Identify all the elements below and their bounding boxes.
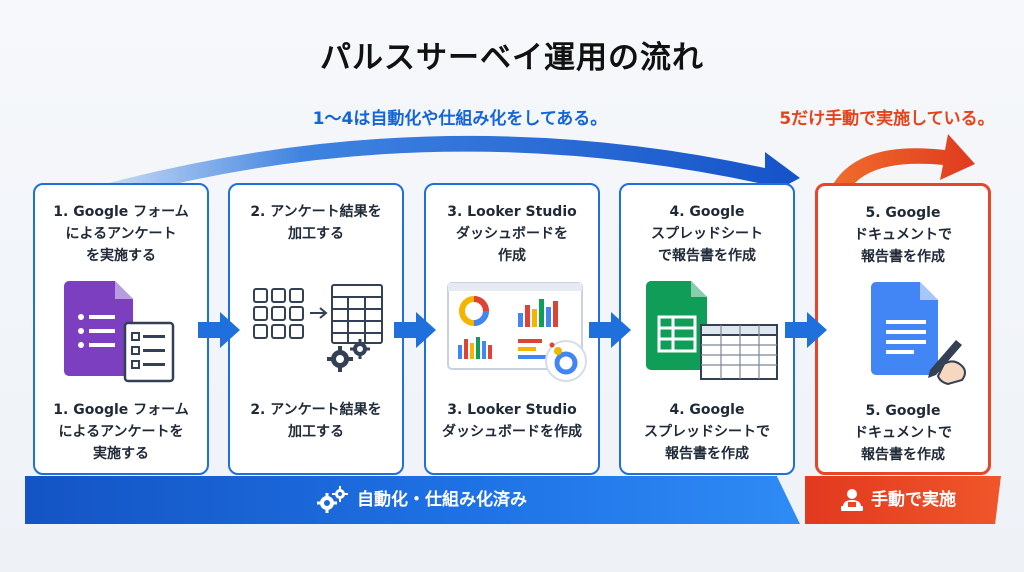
automated-banner: 自動化・仕組み化済み [25, 476, 800, 524]
step-1-caption: 1. Google フォームによるアンケートを実施する [53, 402, 189, 462]
flow-arrow-2-3 [394, 312, 436, 348]
step-2-label: 2. アンケート結果を加工する [250, 204, 382, 242]
step-card-2: 2. アンケート結果を加工する 2. アンケート結果を加工する [228, 183, 404, 475]
step-card-1: 1. Google フォームによるアンケートを実施する 1. Google フォ… [33, 183, 209, 475]
flow-arrow-1-2 [198, 312, 240, 348]
data-processing-icon [253, 284, 383, 372]
automation-arc-arrow [90, 135, 800, 200]
pen-hand-icon [928, 340, 966, 386]
flow-arrow-3-4 [589, 312, 631, 348]
person-at-desk-icon [841, 489, 863, 511]
automation-note: 1〜4は自動化や仕組み化をしてある。 [312, 109, 608, 129]
google-sheets-icon [646, 281, 778, 380]
step-1-label: 1. Google フォームによるアンケートを実施する [53, 204, 189, 264]
manual-note: 5だけ手動で実施している。 [779, 109, 995, 129]
automated-banner-label: 自動化・仕組み化済み [357, 490, 527, 510]
manual-banner: 手動で実施 [805, 476, 1001, 524]
gears-icon [317, 486, 348, 513]
manual-banner-label: 手動で実施 [871, 490, 956, 510]
google-docs-icon [871, 282, 966, 386]
page-title: パルスサーベイ運用の流れ [320, 40, 704, 76]
looker-dashboard-icon [447, 282, 587, 382]
step-2-caption: 2. アンケート結果を加工する [250, 402, 382, 440]
manual-arc-arrow [832, 134, 975, 192]
google-forms-icon [64, 281, 175, 383]
flow-arrow-4-5 [785, 312, 827, 348]
